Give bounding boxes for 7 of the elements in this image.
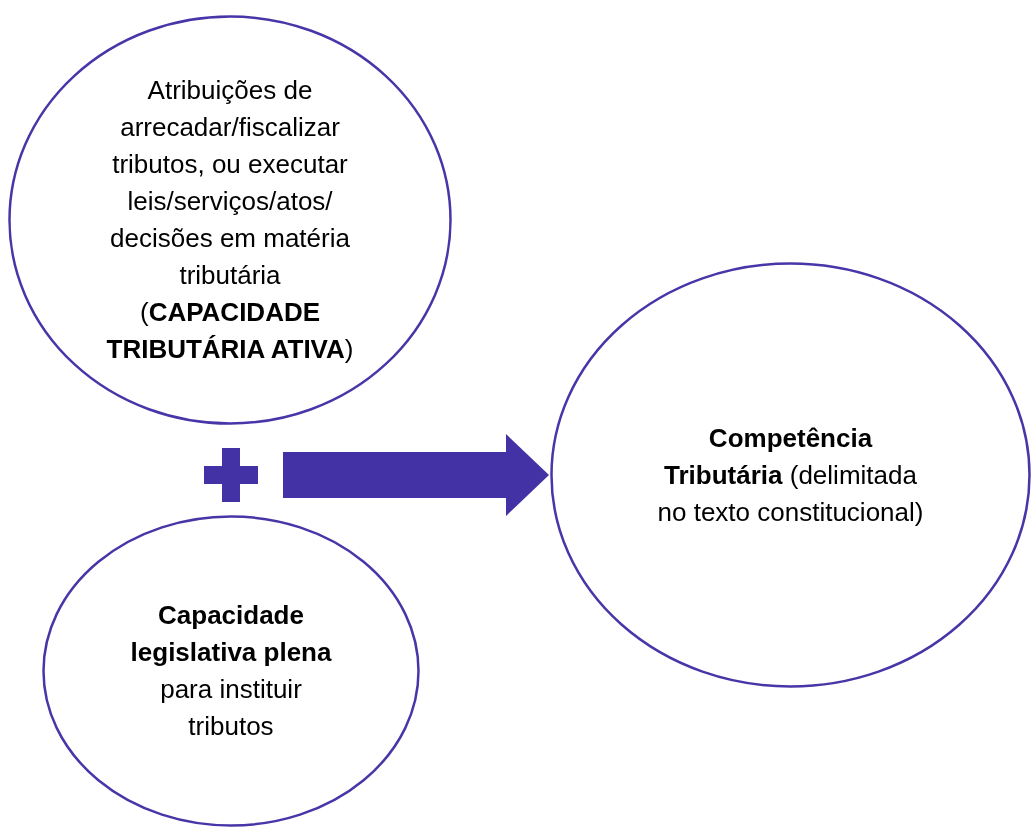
node-text: Competência Tributária (delimitada no texto constitucional) xyxy=(656,421,925,529)
block-arrow xyxy=(283,434,549,516)
ellipse-node xyxy=(42,515,420,827)
node-text: Atribuições de arrecadar/fiscalizar tributos, ou executar leis/serviços/atos/ decisões em matéria tributária (CAPACIDADE TRIBUTÁRIA ATIVA) xyxy=(105,74,355,366)
ellipse-node xyxy=(8,15,452,425)
node-text: Capacidade legislativa plena para instituir tributos xyxy=(129,599,333,743)
ellipse-node xyxy=(550,262,1031,688)
